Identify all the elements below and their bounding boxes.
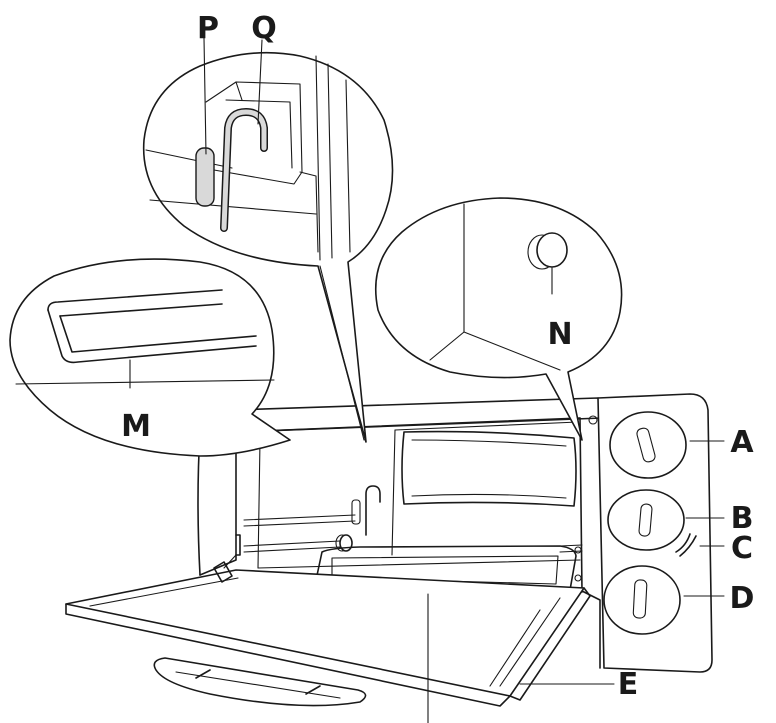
callout-bubble-m bbox=[9, 258, 291, 457]
oven-door bbox=[65, 554, 591, 707]
label-b: B bbox=[731, 501, 754, 536]
control-panel bbox=[588, 393, 713, 673]
label-e: E bbox=[618, 667, 639, 702]
label-d: D bbox=[730, 581, 755, 616]
label-c: C bbox=[731, 531, 753, 566]
label-p: P bbox=[197, 11, 219, 46]
label-m: M bbox=[121, 409, 151, 444]
part-labels: P Q N M A B C D E bbox=[121, 11, 754, 702]
leader-lines bbox=[203, 37, 725, 723]
label-n: N bbox=[547, 317, 572, 352]
knob-d[interactable] bbox=[603, 565, 681, 635]
part-p-shape bbox=[195, 147, 215, 207]
knob-a[interactable] bbox=[609, 411, 687, 479]
callout-bubble-n bbox=[374, 197, 623, 441]
label-q: Q bbox=[251, 11, 277, 46]
label-a: A bbox=[730, 425, 754, 460]
knob-b[interactable] bbox=[607, 489, 685, 551]
indicator-light-c bbox=[675, 533, 697, 557]
